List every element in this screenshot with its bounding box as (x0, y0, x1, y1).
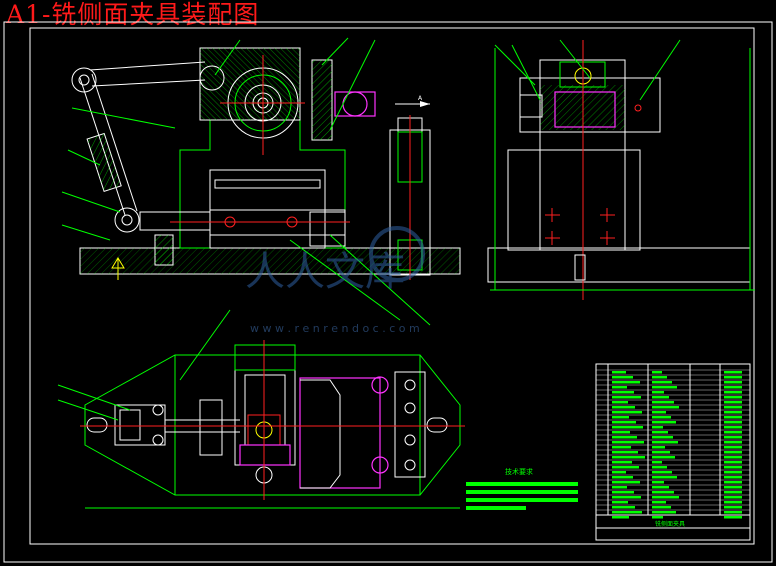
tech-req-heading: 技术要求 (505, 467, 533, 476)
watermark: 人人文库 w w w . r e n r e n d o c . c o m (245, 226, 425, 335)
tech-requirements: 技术要求 (466, 467, 578, 510)
section-label: A (418, 95, 423, 102)
parts-list: 铣侧面夹具 (595, 363, 751, 541)
side-view (487, 39, 755, 300)
watermark-text: 人人文库 (245, 249, 405, 295)
watermark-url: w w w . r e n r e n d o c . c o m (250, 322, 420, 335)
parts-title: 铣侧面夹具 (655, 520, 685, 528)
drawing-frame (3, 21, 773, 563)
front-view (61, 37, 461, 326)
top-view (57, 309, 465, 509)
drawing-title: A1-铣侧面夹具装配图 (6, 0, 260, 29)
